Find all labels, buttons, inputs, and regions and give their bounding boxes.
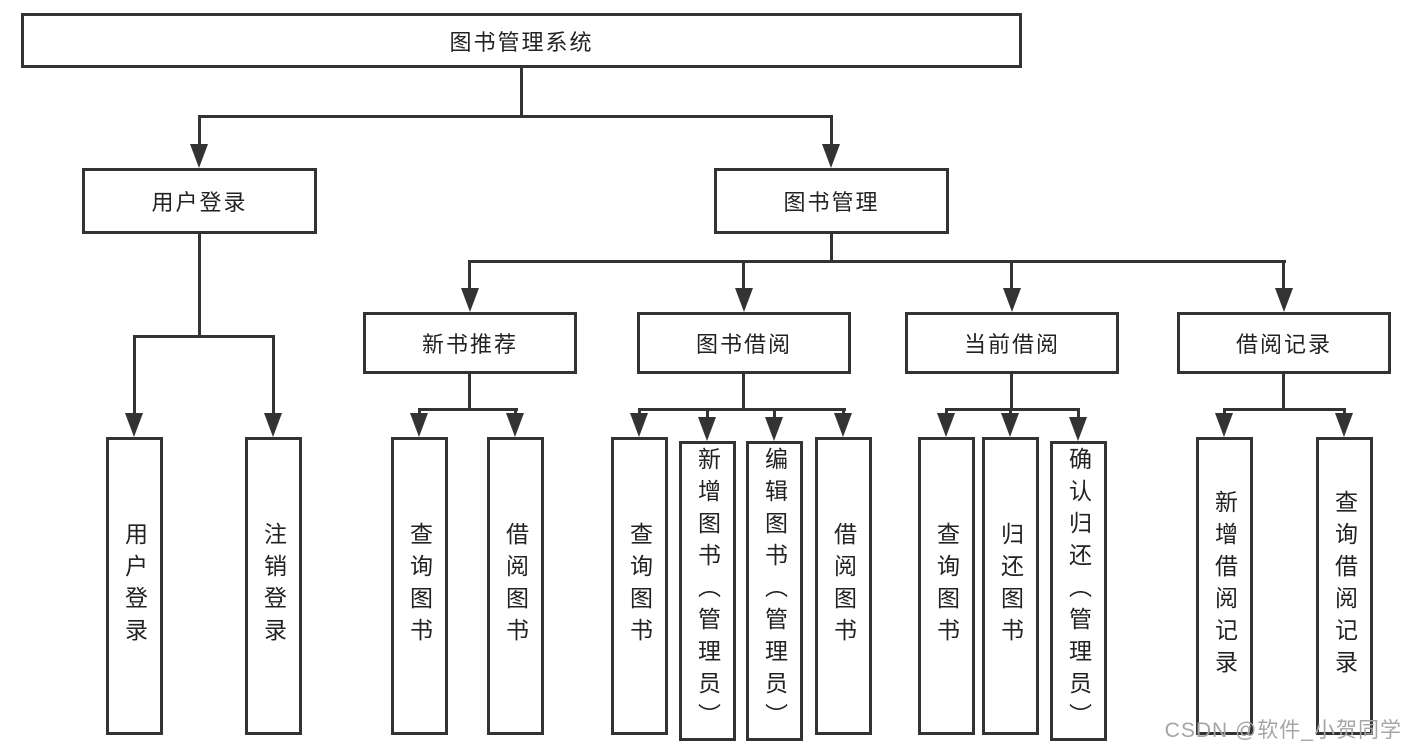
node-edit-books-admin: 编辑图书（管理员） bbox=[746, 441, 803, 741]
node-add-borrow-record: 新增借阅记录 bbox=[1196, 437, 1253, 735]
connector-line bbox=[830, 115, 833, 146]
connector-line bbox=[842, 408, 845, 415]
node-borrow-books-2: 借阅图书 bbox=[815, 437, 872, 735]
arrow-down-icon bbox=[264, 413, 282, 437]
arrow-down-icon bbox=[822, 144, 840, 168]
connector-line bbox=[1009, 408, 1012, 415]
node-book-management: 图书管理 bbox=[714, 168, 949, 234]
connector-line bbox=[1010, 260, 1013, 290]
node-user-login: 用户登录 bbox=[82, 168, 317, 234]
node-user-login-action: 用户登录 bbox=[106, 437, 163, 735]
node-borrow-books-1: 借阅图书 bbox=[487, 437, 544, 735]
connector-line bbox=[133, 335, 275, 338]
connector-line bbox=[945, 408, 1080, 411]
connector-line bbox=[418, 408, 421, 415]
node-query-books-2: 查询图书 bbox=[611, 437, 668, 735]
arrow-down-icon bbox=[765, 417, 783, 441]
connector-line bbox=[742, 374, 745, 410]
node-current-borrowing: 当前借阅 bbox=[905, 312, 1119, 374]
connector-line bbox=[198, 234, 201, 337]
node-borrowing-records: 借阅记录 bbox=[1177, 312, 1391, 374]
connector-line bbox=[1223, 408, 1226, 415]
connector-line bbox=[773, 408, 776, 419]
arrow-down-icon bbox=[461, 288, 479, 312]
connector-line bbox=[198, 115, 201, 146]
connector-line bbox=[1282, 374, 1285, 410]
connector-line bbox=[1223, 408, 1346, 411]
arrow-down-icon bbox=[1215, 413, 1233, 437]
csdn-watermark: CSDN @软件_小贺同学 bbox=[1164, 719, 1402, 742]
connector-line bbox=[1343, 408, 1346, 415]
arrow-down-icon bbox=[1335, 413, 1353, 437]
arrow-down-icon bbox=[834, 413, 852, 437]
arrow-down-icon bbox=[698, 417, 716, 441]
arrow-down-icon bbox=[125, 413, 143, 437]
node-confirm-return-admin: 确认归还（管理员） bbox=[1050, 441, 1107, 741]
node-new-book-recommendation: 新书推荐 bbox=[363, 312, 577, 374]
connector-line bbox=[198, 115, 833, 118]
connector-line bbox=[468, 260, 1286, 263]
connector-line bbox=[830, 234, 833, 263]
connector-line bbox=[706, 408, 709, 419]
connector-line bbox=[272, 335, 275, 415]
arrow-down-icon bbox=[1001, 413, 1019, 437]
connector-line bbox=[514, 408, 517, 415]
arrow-down-icon bbox=[410, 413, 428, 437]
arrow-down-icon bbox=[1275, 288, 1293, 312]
connector-line bbox=[945, 408, 948, 415]
connector-line bbox=[468, 374, 471, 410]
connector-line bbox=[468, 260, 471, 290]
node-logout-action: 注销登录 bbox=[245, 437, 302, 735]
connector-line bbox=[742, 260, 745, 290]
arrow-down-icon bbox=[1003, 288, 1021, 312]
connector-line bbox=[638, 408, 641, 415]
arrow-down-icon bbox=[190, 144, 208, 168]
node-query-books-3: 查询图书 bbox=[918, 437, 975, 735]
connector-line bbox=[520, 68, 523, 118]
node-book-borrowing: 图书借阅 bbox=[637, 312, 851, 374]
connector-line bbox=[1077, 408, 1080, 419]
arrow-down-icon bbox=[937, 413, 955, 437]
arrow-down-icon bbox=[1069, 417, 1087, 441]
arrow-down-icon bbox=[506, 413, 524, 437]
arrow-down-icon bbox=[630, 413, 648, 437]
node-library-management-system: 图书管理系统 bbox=[21, 13, 1022, 68]
node-return-books: 归还图书 bbox=[982, 437, 1039, 735]
connector-line bbox=[418, 408, 518, 411]
node-add-books-admin: 新增图书（管理员） bbox=[679, 441, 736, 741]
connector-line bbox=[133, 335, 136, 415]
arrow-down-icon bbox=[735, 288, 753, 312]
connector-line bbox=[1010, 374, 1013, 410]
node-query-books-1: 查询图书 bbox=[391, 437, 448, 735]
connector-line bbox=[1282, 260, 1285, 290]
node-query-borrow-record: 查询借阅记录 bbox=[1316, 437, 1373, 735]
connector-line bbox=[638, 408, 846, 411]
